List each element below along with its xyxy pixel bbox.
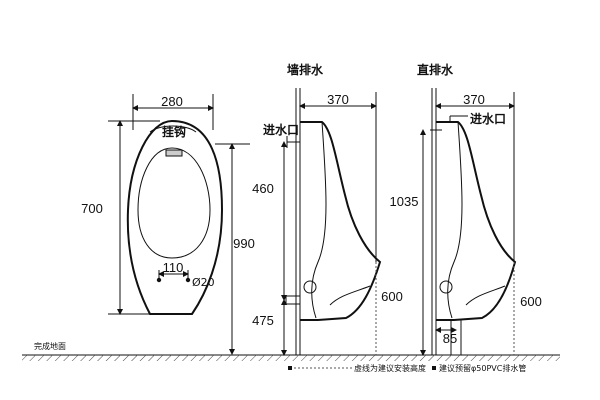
wall-inlet-label: 进水口 [263,122,299,137]
ground-label: 完成地面 [34,341,66,351]
front-height-label: 700 [81,201,103,216]
wall-drain-view: 墙排水 370 进水口 460 475 600 [252,62,403,356]
wall-depth-label: 370 [327,92,349,107]
floor-inlet-height-label: 1035 [390,194,419,209]
legend-square-marker-2 [432,366,436,370]
wall-urinal-profile [300,121,382,321]
floor-urinal-profile [436,121,517,321]
wall-inlet-height-label: 460 [252,181,274,196]
front-total-height-label: 990 [233,236,255,251]
ground: 完成地面 [22,341,560,361]
floor-bottom-height-label: 600 [520,294,542,309]
drain-diameter-label: Ø20 [192,276,215,289]
front-width-label: 280 [161,94,183,109]
wall-bottom-height-label: 600 [381,289,403,304]
floor-depth-label: 370 [463,92,485,107]
legend-dotted-text: 虚线为建议安装高度 [354,363,426,373]
floor-drain-view: 直排水 370 进水口 1035 85 600 [390,62,542,356]
front-urinal-outline [126,119,224,315]
floor-drain-offset-label: 85 [443,331,457,346]
legend-square-marker-1 [288,366,292,370]
front-urinal-bowl [137,147,211,259]
floor-inlet-label: 进水口 [470,111,506,126]
hook-icon [165,149,183,157]
wall-drain-height-label: 475 [252,313,274,328]
floor-drain-title: 直排水 [417,62,454,77]
drain-spacing-label: 110 [163,260,184,275]
hook-label: 挂钩 [162,124,186,139]
legend-pipe-text: 建议预留φ50PVC排水管 [439,363,526,373]
wall-drain-title: 墙排水 [287,62,324,77]
legend: 虚线为建议安装高度 建议预留φ50PVC排水管 [288,363,526,373]
front-view: 280 挂钩 700 990 110 Ø20 [81,94,255,355]
